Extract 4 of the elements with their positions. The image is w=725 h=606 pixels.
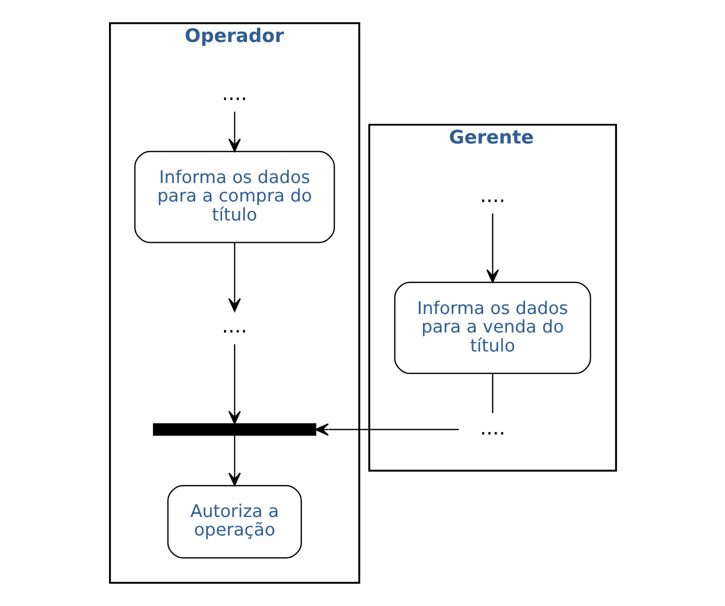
node-text: ....: [479, 182, 505, 207]
node-text: ....: [221, 314, 247, 338]
node-text: ....: [479, 415, 505, 440]
node-text: ....: [221, 81, 247, 106]
